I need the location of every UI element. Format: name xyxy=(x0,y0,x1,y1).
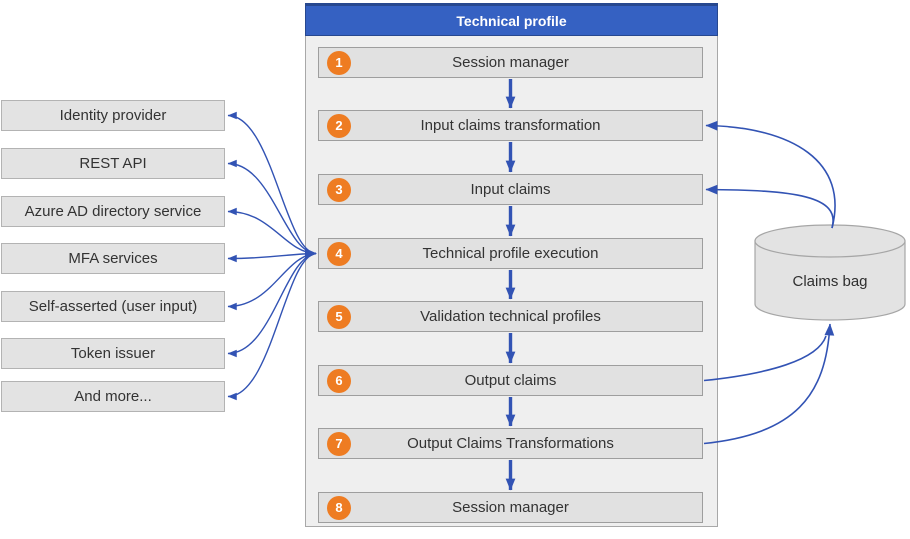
claims-arrow-from-step-7 xyxy=(703,323,835,445)
source-box-identity-provider: Identity provider xyxy=(1,100,225,131)
source-box-rest-api: REST API xyxy=(1,148,225,179)
step-label: Technical profile execution xyxy=(422,245,599,262)
source-label: Self-asserted (user input) xyxy=(28,298,198,315)
step-number-badge: 2 xyxy=(327,113,351,138)
step-label: Input claims xyxy=(470,181,551,198)
source-label: Identity provider xyxy=(59,107,167,124)
claims-bag-label: Claims bag xyxy=(792,273,868,290)
fan-arrow-and-more xyxy=(227,252,317,401)
step-number-badge: 1 xyxy=(327,50,351,75)
claims-bag-cylinder xyxy=(754,224,906,321)
step-label: Output Claims Transformations xyxy=(407,435,614,452)
step-label: Validation technical profiles xyxy=(420,308,601,325)
source-label: REST API xyxy=(79,155,147,172)
claims-arrow-to-step-2 xyxy=(705,120,836,229)
step-7-output-claims-transformations: Output Claims Transformations 7 xyxy=(318,428,703,459)
step-number-badge: 3 xyxy=(327,177,351,202)
source-box-self-asserted: Self-asserted (user input) xyxy=(1,291,225,322)
claims-arrow-from-step-6 xyxy=(703,335,827,382)
step-label: Output claims xyxy=(464,372,557,389)
step-number-badge: 4 xyxy=(327,241,351,266)
panel-header: Technical profile xyxy=(305,3,718,36)
source-label: And more... xyxy=(74,388,152,405)
fan-arrows xyxy=(227,111,317,401)
panel-title: Technical profile xyxy=(456,12,567,29)
step-number-badge: 8 xyxy=(327,495,351,520)
step-2-input-claims-transformation: Input claims transformation 2 xyxy=(318,110,703,141)
step-label: Input claims transformation xyxy=(420,117,601,134)
source-label: Azure AD directory service xyxy=(24,203,202,220)
step-1-session-manager: Session manager 1 xyxy=(318,47,703,78)
source-box-and-more: And more... xyxy=(1,381,225,412)
step-label: Session manager xyxy=(452,54,569,71)
source-label: Token issuer xyxy=(70,345,156,362)
claims-bag-arrows xyxy=(703,120,836,445)
fan-convergence-arrowhead xyxy=(305,248,317,259)
step-label: Session manager xyxy=(452,499,569,516)
fan-arrow-identity-provider xyxy=(227,111,317,255)
claims-arrow-to-step-3 xyxy=(705,184,834,229)
step-3-input-claims: Input claims 3 xyxy=(318,174,703,205)
step-6-output-claims: Output claims 6 xyxy=(318,365,703,396)
source-box-azure-ad-directory: Azure AD directory service xyxy=(1,196,225,227)
source-box-token-issuer: Token issuer xyxy=(1,338,225,369)
fan-arrow-rest-api xyxy=(227,159,317,255)
step-number-badge: 5 xyxy=(327,304,351,329)
step-5-validation-technical-profiles: Validation technical profiles 5 xyxy=(318,301,703,332)
source-label: MFA services xyxy=(68,250,158,267)
step-number-badge: 7 xyxy=(327,431,351,456)
step-4-technical-profile-execution: Technical profile execution 4 xyxy=(318,238,703,269)
source-box-mfa-services: MFA services xyxy=(1,243,225,274)
step-number-badge: 6 xyxy=(327,368,351,393)
step-8-session-manager: Session manager 8 xyxy=(318,492,703,523)
